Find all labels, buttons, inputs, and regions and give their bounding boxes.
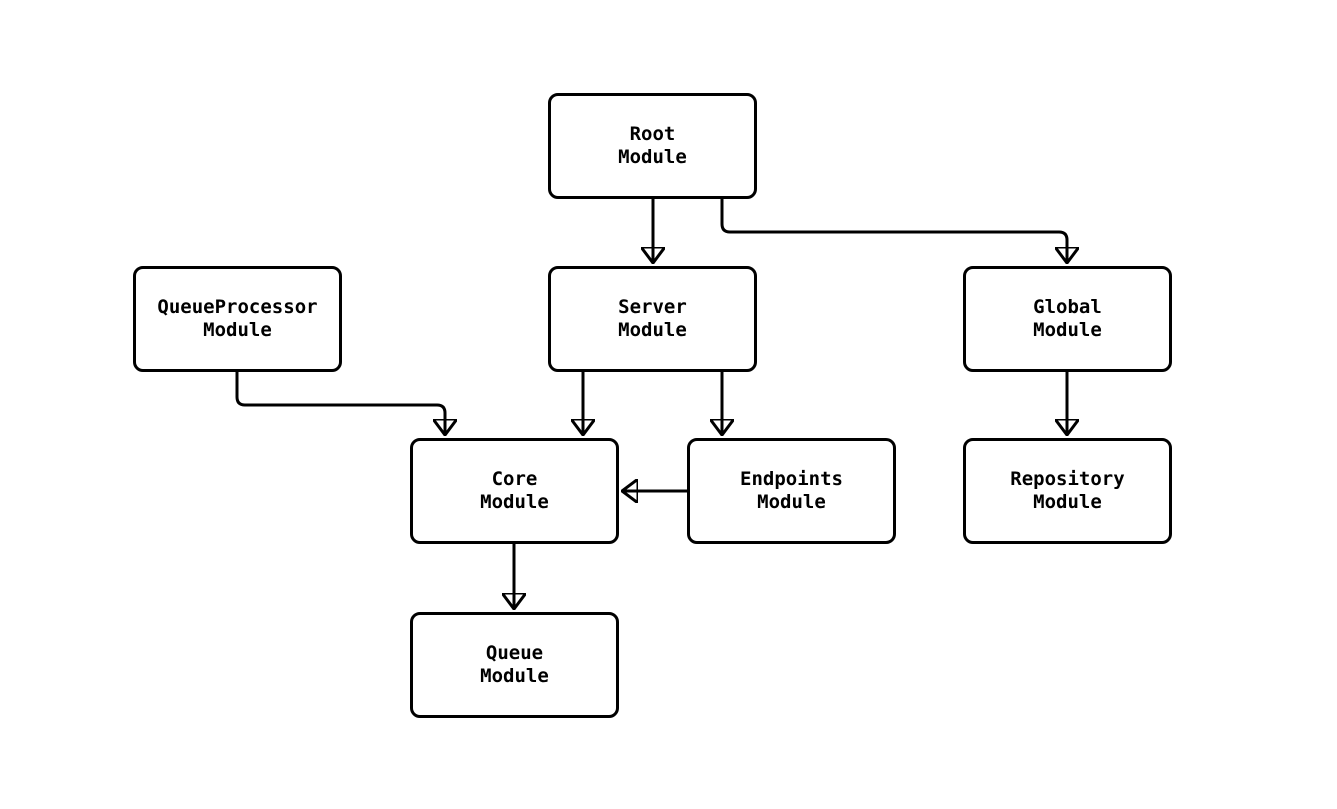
node-label-line: Module	[1033, 319, 1102, 341]
node-label-line: Module	[203, 319, 272, 341]
node-label-line: Global	[1033, 296, 1102, 318]
node-label-line: Module	[480, 665, 549, 687]
node-label-line: Module	[480, 491, 549, 513]
node-label-line: Queue	[485, 642, 544, 664]
node-global-module: Global Module	[963, 266, 1172, 372]
node-server-module: Server Module	[548, 266, 757, 372]
node-queue-module: Queue Module	[410, 612, 619, 718]
edge-queueprocessor-to-core	[235, 372, 445, 435]
node-root-module: Root Module	[548, 93, 757, 199]
node-label-line: Core	[491, 468, 538, 490]
node-queueprocessor-module: QueueProcessor Module	[133, 266, 342, 372]
node-label-line: QueueProcessor	[157, 296, 318, 318]
edge-root-to-global	[720, 199, 1067, 263]
node-label-line: Root	[629, 123, 676, 145]
node-endpoints-module: Endpoints Module	[687, 438, 896, 544]
node-label-line: Module	[618, 319, 687, 341]
node-label-line: Endpoints	[740, 468, 843, 490]
node-label-line: Module	[1033, 491, 1102, 513]
node-label-line: Repository	[1010, 468, 1125, 490]
node-core-module: Core Module	[410, 438, 619, 544]
node-repository-module: Repository Module	[963, 438, 1172, 544]
node-label-line: Server	[618, 296, 687, 318]
node-label-line: Module	[757, 491, 826, 513]
node-label-line: Module	[618, 146, 687, 168]
